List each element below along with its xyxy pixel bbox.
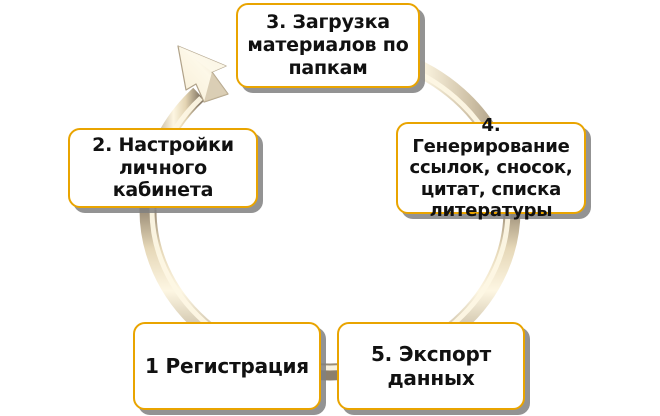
step-node-2[interactable]: 2. Настройки личного кабинета [68,128,258,208]
step-node-1-label: 1 Регистрация [145,354,309,378]
step-node-5[interactable]: 5. Экспорт данных [337,322,525,410]
step-node-3-label: 3. Загрузка материалов по папкам [247,11,409,79]
step-node-1[interactable]: 1 Регистрация [133,322,321,410]
step-node-5-label: 5. Экспорт данных [370,342,492,390]
clockwise-arrowhead-icon [177,45,229,103]
step-node-4-label: 4. Генерирование ссылок, сносок, цитат, … [409,114,573,221]
step-node-4[interactable]: 4. Генерирование ссылок, сносок, цитат, … [396,115,586,221]
step-node-3[interactable]: 3. Загрузка материалов по папкам [236,3,420,88]
step-node-2-label: 2. Настройки личного кабинета [92,133,234,202]
